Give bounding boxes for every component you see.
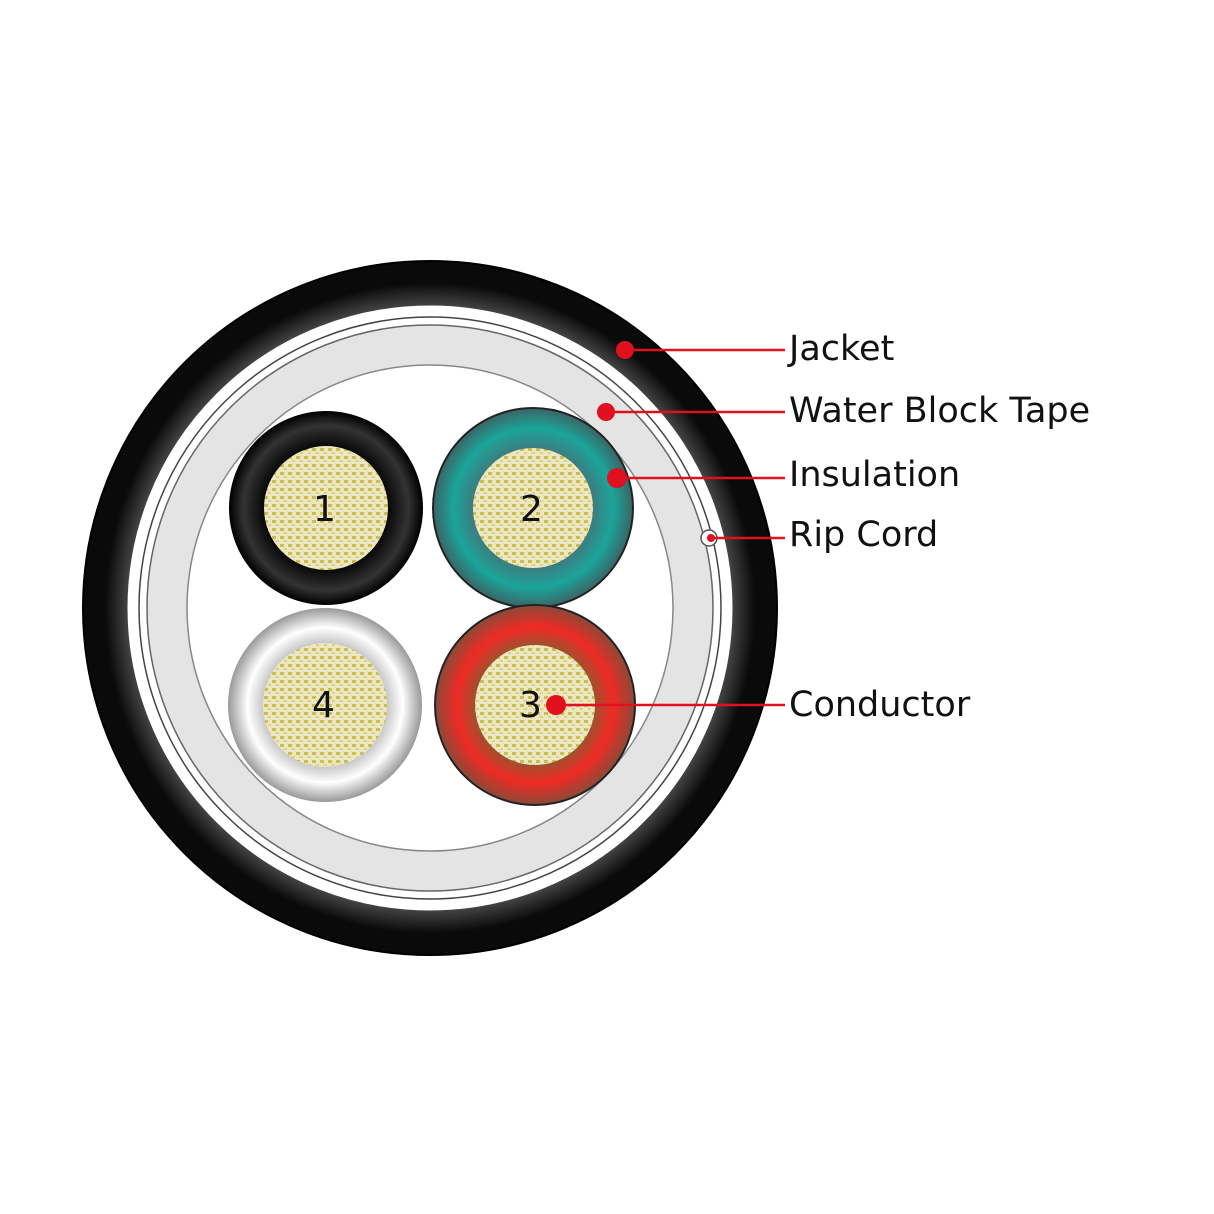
leader-lines bbox=[546, 341, 785, 715]
label-conductor: Conductor bbox=[789, 685, 971, 725]
conductor-number-3: 3 bbox=[519, 685, 542, 726]
label-insulation: Insulation bbox=[789, 455, 961, 495]
conductor-number-2: 2 bbox=[520, 489, 543, 530]
conductor-3 bbox=[434, 604, 636, 806]
conductor-number-1: 1 bbox=[313, 489, 336, 530]
water-block-tape bbox=[147, 325, 713, 891]
conductor-4 bbox=[228, 608, 422, 802]
conductor-1 bbox=[229, 411, 423, 605]
conductor-number-4: 4 bbox=[312, 685, 335, 726]
label-water-block-tape: Water Block Tape bbox=[789, 391, 1091, 431]
label-rip-cord: Rip Cord bbox=[789, 515, 939, 555]
jacket bbox=[82, 260, 778, 956]
label-jacket: Jacket bbox=[789, 329, 895, 369]
